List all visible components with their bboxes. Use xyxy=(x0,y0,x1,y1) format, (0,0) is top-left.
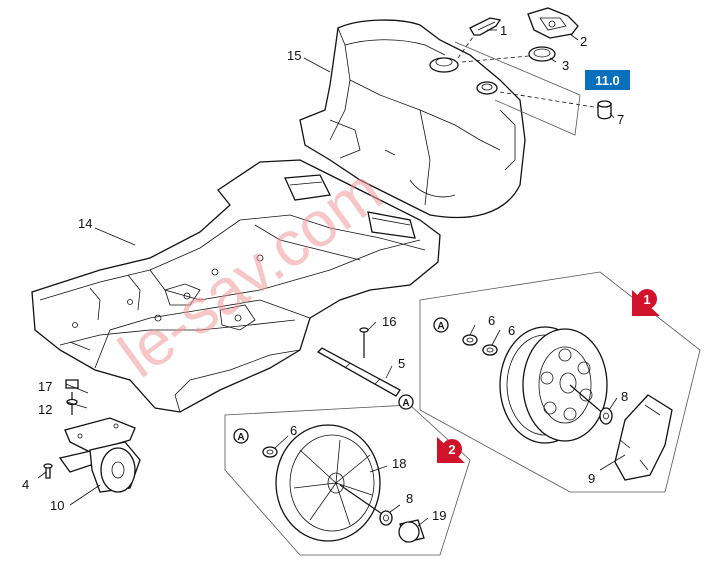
callout-17: 17 xyxy=(38,379,52,394)
callout-4: 4 xyxy=(22,477,29,492)
large-wheel-assembly xyxy=(462,326,673,481)
part-nut-large xyxy=(599,407,613,425)
callout-16: 16 xyxy=(382,314,396,329)
group-marker-1-circle xyxy=(637,289,657,309)
callout-2: 2 xyxy=(580,34,587,49)
svg-text:A: A xyxy=(402,398,409,409)
axle-assembly xyxy=(316,327,401,397)
assembly-line xyxy=(461,54,541,63)
callout-group-frame xyxy=(454,41,581,136)
adhesive-symbol: A xyxy=(398,394,414,410)
part-lid xyxy=(527,7,579,39)
part-axle xyxy=(316,347,401,397)
callout-1: 1 xyxy=(500,23,507,38)
callout-5: 5 xyxy=(398,356,405,371)
callout-19: 19 xyxy=(432,508,446,523)
group-marker-1: 1 xyxy=(632,289,660,316)
svg-text:1: 1 xyxy=(643,292,650,307)
part-plug xyxy=(597,100,612,120)
group-marker-2-circle xyxy=(442,439,462,459)
part-clip xyxy=(469,17,502,36)
part-nut-small xyxy=(379,510,393,526)
callout-9: 9 xyxy=(588,471,595,486)
svg-text:A: A xyxy=(437,321,444,332)
callout-10: 10 xyxy=(50,498,64,513)
callout-18: 18 xyxy=(392,456,406,471)
part-nut xyxy=(65,379,79,389)
callout-12: 12 xyxy=(38,402,52,417)
svg-text:2: 2 xyxy=(448,442,455,457)
callout-7: 7 xyxy=(617,112,624,127)
group-marker-2: 2 xyxy=(437,437,465,463)
callout-6: 6 xyxy=(508,323,515,338)
leader-lines xyxy=(37,29,626,527)
callout-6: 6 xyxy=(488,313,495,328)
base-tray xyxy=(31,159,441,413)
water-tank xyxy=(299,19,526,219)
callout-14: 14 xyxy=(78,216,92,231)
svg-text:A: A xyxy=(237,432,244,443)
part-washer-large xyxy=(482,344,498,356)
callout-8: 8 xyxy=(406,491,413,506)
callout-3: 3 xyxy=(562,58,569,73)
caster-assembly xyxy=(43,379,141,493)
assembly-line xyxy=(499,91,601,109)
group-frame-1 xyxy=(419,271,701,493)
version-badge-label: 11.0 xyxy=(595,73,620,88)
small-wheel-assembly xyxy=(262,424,425,543)
caster-wheel xyxy=(100,447,136,493)
callout-numbers: 1 2 3 7 15 14 16 5 6 6 8 9 17 12 4 10 6 … xyxy=(22,23,628,523)
adhesive-symbol: A xyxy=(433,317,449,333)
part-washer-large xyxy=(462,334,478,346)
callout-6: 6 xyxy=(290,423,297,438)
part-washer-small xyxy=(262,446,278,458)
hub-cap xyxy=(614,394,673,481)
adhesive-symbol: A xyxy=(233,428,249,444)
version-badge: 11.0 xyxy=(585,70,630,90)
version-badge-background xyxy=(585,70,630,90)
part-seal xyxy=(528,46,556,62)
callout-8: 8 xyxy=(621,389,628,404)
callout-15: 15 xyxy=(287,48,301,63)
